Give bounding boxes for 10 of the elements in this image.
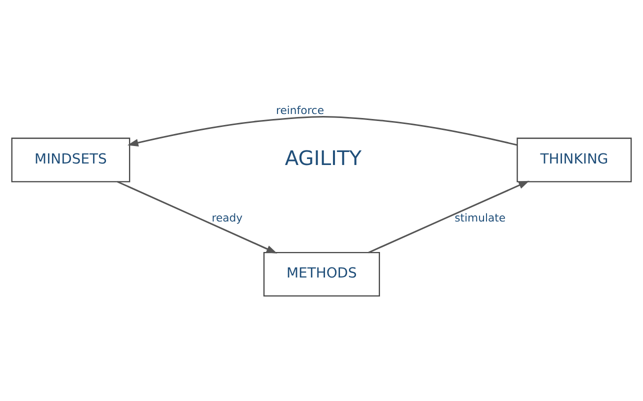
node-box: MINDSETS	[11, 138, 130, 182]
label: AGILITY	[284, 146, 362, 170]
edge-label: ready	[212, 212, 243, 225]
edge-label: stimulate	[454, 212, 506, 225]
arrow	[127, 116, 518, 146]
edge-label: reinforce	[276, 104, 324, 117]
node-box: THINKING	[516, 138, 632, 182]
arrow	[117, 180, 278, 254]
node-box: METHODS	[263, 252, 380, 296]
arrow	[368, 180, 530, 254]
